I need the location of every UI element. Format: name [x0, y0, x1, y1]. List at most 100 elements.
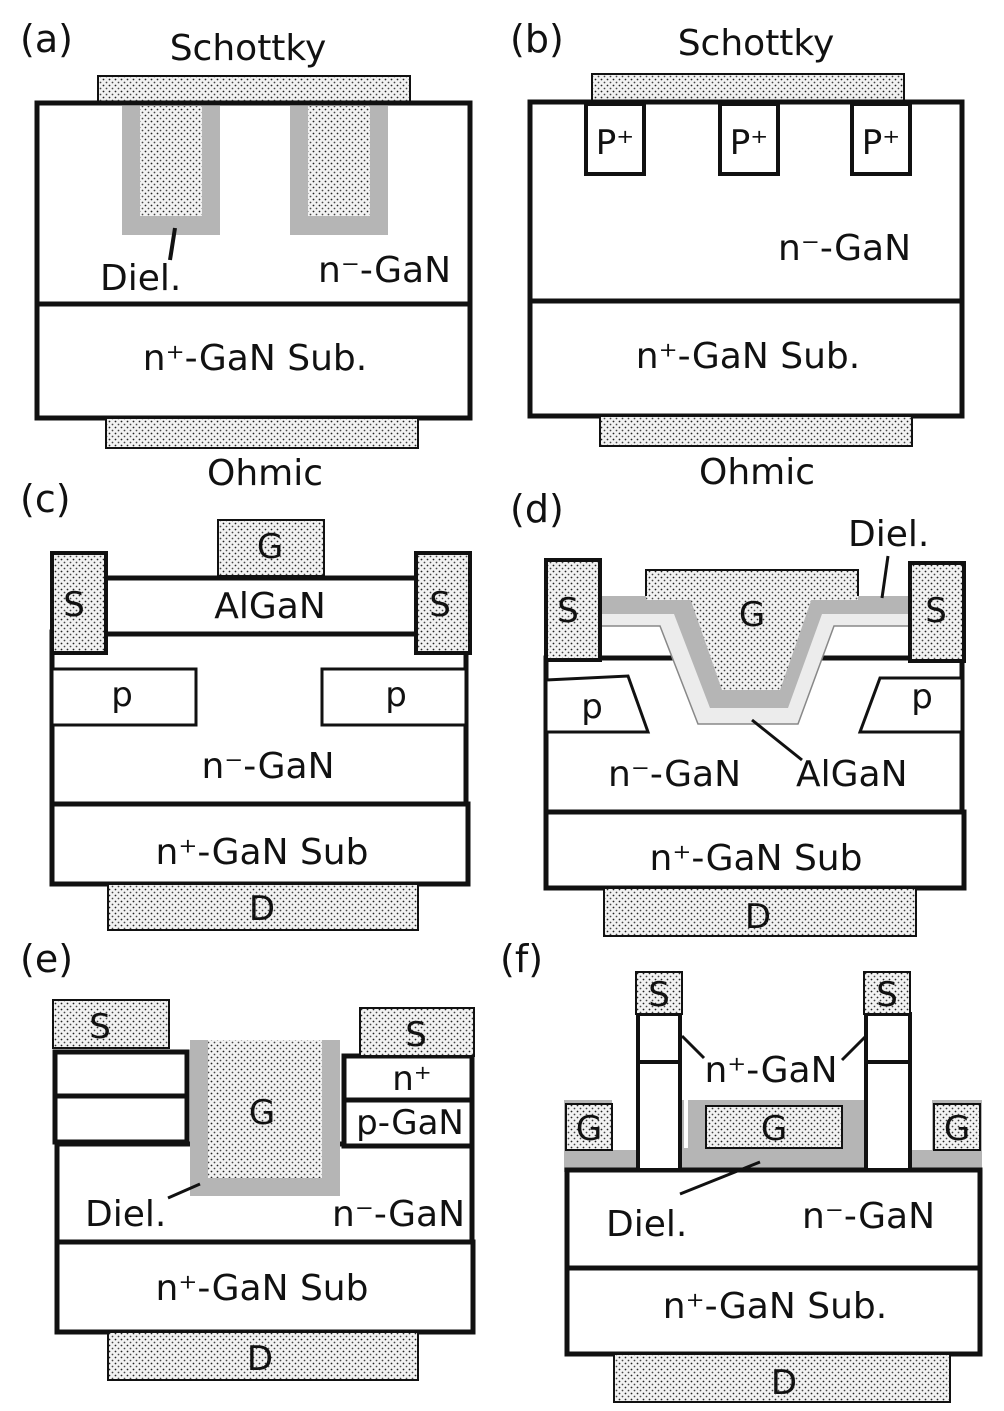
panel-e-diel-pointer: [167, 1182, 201, 1200]
panel-c-source-right-label: S: [429, 585, 451, 625]
panel-c: (c) G S S AlGaN p p n⁻-GaN n⁺-GaN Sub D: [20, 477, 472, 931]
panel-e: (e) S S n⁺ p-GaN G Diel. n⁻-GaN n⁺-GaN S…: [20, 937, 476, 1381]
panel-a: (a) Schottky Diel. n⁻-GaN n⁺-GaN Sub. Oh…: [20, 17, 473, 494]
panel-f-fin-right: [864, 1060, 912, 1172]
panel-f-gap-1: [612, 1098, 636, 1150]
panel-c-source-right: [414, 551, 472, 655]
panel-f-source-right: [863, 971, 911, 1015]
panel-b-p-implant-3: [850, 102, 912, 176]
panel-b-schottky-contact: [591, 73, 905, 103]
panel-d-drain-contact: [603, 887, 917, 937]
panel-d-algan-pointer: [751, 718, 803, 762]
panel-f-drain-contact: [613, 1353, 951, 1403]
panel-c-p-region-right: [320, 667, 468, 727]
panel-d-source-right: [908, 561, 966, 663]
panel-d-p-label-left: p: [581, 687, 603, 727]
panel-b-tag: (b): [510, 17, 564, 61]
panel-b-substrate-label: n⁺-GaN Sub.: [636, 336, 860, 377]
panel-f-substrate: [564, 1265, 983, 1357]
panel-e-source-left-label: S: [89, 1007, 111, 1047]
panel-a-substrate-label: n⁺-GaN Sub.: [143, 338, 367, 379]
panel-b-drift-label: n⁻-GaN: [778, 228, 911, 269]
panel-f-drift-layer: [564, 1167, 983, 1271]
panel-e-substrate-label: n⁺-GaN Sub: [156, 1268, 369, 1309]
panel-e-drain-label: D: [247, 1339, 273, 1379]
panel-c-p-label-left: p: [111, 675, 133, 715]
panel-f-gate-left-label: G: [576, 1109, 602, 1149]
panel-d-gate-top: [646, 570, 858, 600]
panel-c-tag: (c): [20, 477, 71, 521]
panel-c-gate-label: G: [257, 527, 283, 567]
panel-b-schottky-label: Schottky: [678, 23, 835, 64]
panel-d: (d) G S S p p Diel. AlGaN n⁻-GaN n⁺-GaN …: [510, 487, 967, 937]
panel-a-tag: (a): [20, 17, 73, 61]
panel-e-source-right-label: S: [405, 1015, 427, 1055]
panel-d-gate-outline: [645, 569, 859, 596]
panel-e-source-right: [359, 1007, 475, 1057]
panel-e-p-gan-label: p-GaN: [356, 1103, 464, 1143]
panel-f-source-left: [635, 971, 683, 1015]
panel-e-p-gan-left: [52, 1093, 190, 1145]
panel-e-gate: [208, 1040, 322, 1178]
panel-f-gate-center: [705, 1105, 843, 1149]
panel-f-n-plus-fin-left: [636, 1012, 682, 1064]
panel-f-diel-label: Diel.: [606, 1204, 687, 1245]
panel-d-diel-pointer: [880, 555, 890, 599]
panel-e-n-plus-label: n⁺: [392, 1059, 432, 1099]
panel-d-p-label-right: p: [911, 677, 933, 717]
panel-f-substrate-label: n⁺-GaN Sub.: [663, 1286, 887, 1327]
panel-d-algan-label: AlGaN: [796, 754, 908, 795]
panel-f-n-plus-pointer-right: [840, 1034, 868, 1062]
panel-e-tag: (e): [20, 937, 73, 981]
panel-a-trench-fill-1: [140, 106, 202, 216]
panel-c-algan-label: AlGaN: [214, 586, 326, 627]
panel-f-n-plus-pointer-left: [680, 1034, 706, 1060]
panel-a-schottky-label: Schottky: [170, 28, 327, 69]
panel-d-source-right-label: S: [925, 591, 947, 631]
panel-d-drain-label: D: [745, 897, 771, 937]
panel-a-trench-fill-2: [308, 106, 370, 216]
panel-e-source-left: [52, 999, 170, 1049]
panel-c-drain-contact: [107, 883, 419, 931]
panel-e-n-plus-left: [52, 1049, 190, 1099]
panel-b-p-label-1: P⁺: [596, 123, 634, 163]
panel-c-substrate-label: n⁺-GaN Sub: [156, 832, 369, 873]
panel-d-source-left-label: S: [557, 591, 579, 631]
panel-f: (f) S S G G G n⁺-GaN Diel. n⁻-GaN n⁺-GaN…: [500, 937, 983, 1403]
panel-f-source-left-label: S: [648, 975, 670, 1015]
panel-f-gap-3: [684, 1098, 688, 1148]
panel-b-p-label-3: P⁺: [862, 123, 900, 163]
panel-c-substrate: [49, 801, 471, 887]
panel-f-gate-right: [933, 1103, 981, 1151]
panel-b-p-implant-1: [584, 102, 646, 176]
panel-b: (b) Schottky P⁺ P⁺ P⁺ n⁻-GaN n⁺-GaN Sub.…: [510, 17, 965, 493]
panel-e-p-gan-right: [341, 1097, 475, 1149]
panel-f-gate-center-label: G: [761, 1109, 787, 1149]
panel-c-drain-label: D: [249, 889, 275, 929]
panel-d-tag: (d): [510, 487, 564, 531]
panel-e-substrate: [54, 1239, 476, 1335]
panel-a-diel-label: Diel.: [100, 258, 181, 299]
panel-e-diel-label: Diel.: [85, 1194, 166, 1235]
panel-d-gate-body: [690, 598, 812, 690]
panel-c-p-label-right: p: [385, 675, 407, 715]
panel-a-diel-pointer: [168, 227, 177, 261]
panel-a-schottky-contact: [97, 75, 411, 105]
panel-e-gate-label: G: [249, 1093, 275, 1133]
panel-f-drift-label: n⁻-GaN: [802, 1196, 935, 1237]
panel-f-n-plus-fin-right: [864, 1012, 912, 1064]
panel-b-ohmic-label: Ohmic: [699, 452, 815, 493]
panel-f-tag: (f): [500, 937, 543, 981]
panel-a-drift-label: n⁻-GaN: [318, 250, 451, 291]
panel-e-drain-contact: [107, 1331, 419, 1381]
panel-f-n-plus-label: n⁺-GaN: [704, 1050, 837, 1091]
panel-d-diel-label: Diel.: [848, 514, 929, 555]
panel-d-p-region-left: [544, 674, 651, 734]
panel-b-p-implant-2: [718, 102, 780, 176]
panel-f-source-right-label: S: [876, 975, 898, 1015]
panel-c-p-region-left: [50, 667, 198, 727]
panel-e-drift-label: n⁻-GaN: [332, 1194, 465, 1235]
panel-a-drift-layer: [34, 100, 473, 307]
panel-c-source-left: [50, 551, 108, 655]
